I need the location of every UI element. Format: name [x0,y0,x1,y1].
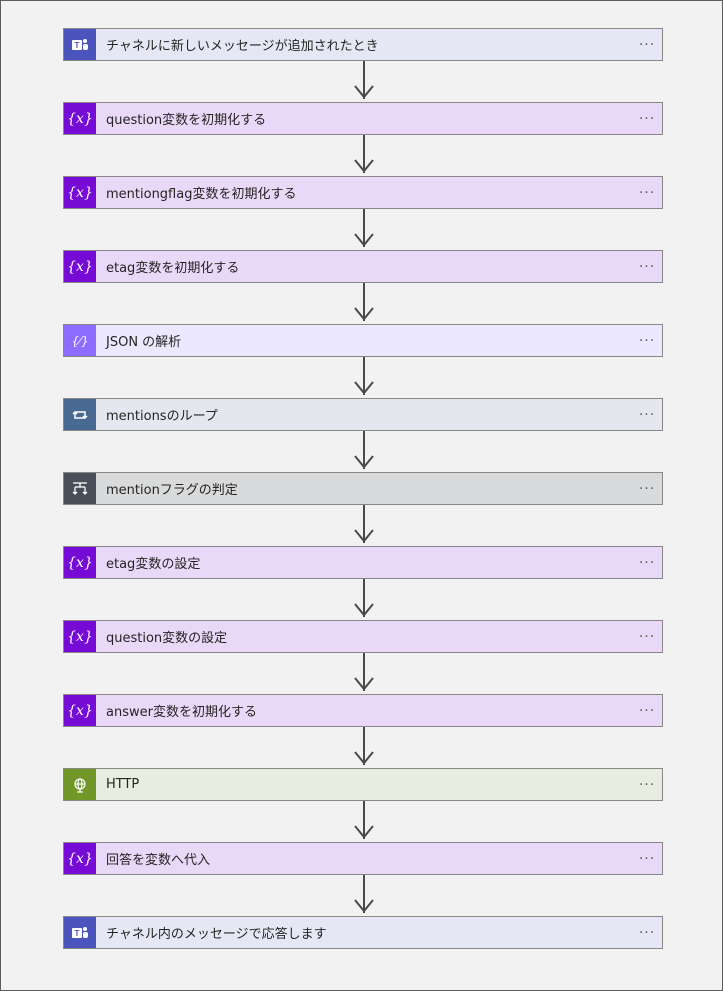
connector-arrow [63,135,665,176]
connector-arrow [63,431,665,472]
svg-text:T: T [75,929,80,938]
variable-icon: {x} [64,695,96,726]
flow-step-variable[interactable]: {x} question変数を初期化する ··· [63,102,663,135]
connector-arrow [63,801,665,842]
connector-arrow [63,61,665,102]
step-title: チャネル内のメッセージで応答します [106,927,327,942]
flow-step-teams[interactable]: T チャネル内のメッセージで応答します ··· [63,916,663,949]
more-options-button[interactable]: ··· [638,184,656,201]
more-options-button[interactable]: ··· [638,776,656,793]
flow-step-variable[interactable]: {x} question変数の設定 ··· [63,620,663,653]
http-globe-icon [64,769,96,800]
step-title: mentionフラグの判定 [106,483,238,498]
flow-steps: T チャネルに新しいメッセージが追加されたとき ··· {x} question変数を初… [63,28,665,949]
more-options-button[interactable]: ··· [638,850,656,867]
connector-arrow [63,653,665,694]
step-title: etag変数の設定 [106,557,201,572]
more-options-button[interactable]: ··· [638,480,656,497]
svg-text:{⁄}: {⁄} [71,334,88,348]
step-title: question変数を初期化する [106,113,267,128]
connector-arrow [63,579,665,620]
teams-icon: T [64,29,96,60]
step-title: etag変数を初期化する [106,261,240,276]
teams-icon: T [64,917,96,948]
condition-icon [64,473,96,504]
more-options-button[interactable]: ··· [638,406,656,423]
step-title: 回答を変数へ代入 [106,853,211,868]
variable-icon: {x} [64,177,96,208]
json-icon: {⁄} [64,325,96,356]
flow-step-variable[interactable]: {x} etag変数の設定 ··· [63,546,663,579]
variable-icon: {x} [64,251,96,282]
more-options-button[interactable]: ··· [638,258,656,275]
step-title: JSON の解析 [106,335,182,350]
flow-step-condition[interactable]: mentionフラグの判定 ··· [63,472,663,505]
variable-icon: {x} [64,843,96,874]
flow-step-json[interactable]: {⁄} JSON の解析 ··· [63,324,663,357]
step-title: mentiongflag変数を初期化する [106,187,297,202]
variable-icon: {x} [64,103,96,134]
step-title: answer変数を初期化する [106,705,257,720]
variable-icon: {x} [64,621,96,652]
step-title: question変数の設定 [106,631,228,646]
loop-icon [64,399,96,430]
connector-arrow [63,357,665,398]
variable-icon: {x} [64,547,96,578]
more-options-button[interactable]: ··· [638,702,656,719]
more-options-button[interactable]: ··· [638,110,656,127]
flow-step-http[interactable]: HTTP ··· [63,768,663,801]
connector-arrow [63,875,665,916]
connector-arrow [63,283,665,324]
more-options-button[interactable]: ··· [638,554,656,571]
more-options-button[interactable]: ··· [638,36,656,53]
connector-arrow [63,209,665,250]
step-title: HTTP [106,777,140,792]
connector-arrow [63,505,665,546]
svg-text:T: T [75,41,80,50]
connector-arrow [63,727,665,768]
more-options-button[interactable]: ··· [638,332,656,349]
flow-step-teams[interactable]: T チャネルに新しいメッセージが追加されたとき ··· [63,28,663,61]
step-title: チャネルに新しいメッセージが追加されたとき [106,39,379,54]
flow-step-loop[interactable]: mentionsのループ ··· [63,398,663,431]
flow-step-variable[interactable]: {x} answer変数を初期化する ··· [63,694,663,727]
step-title: mentionsのループ [106,409,218,424]
flow-step-variable[interactable]: {x} mentiongflag変数を初期化する ··· [63,176,663,209]
flow-step-variable[interactable]: {x} 回答を変数へ代入 ··· [63,842,663,875]
more-options-button[interactable]: ··· [638,628,656,645]
more-options-button[interactable]: ··· [638,924,656,941]
flow-step-variable[interactable]: {x} etag変数を初期化する ··· [63,250,663,283]
